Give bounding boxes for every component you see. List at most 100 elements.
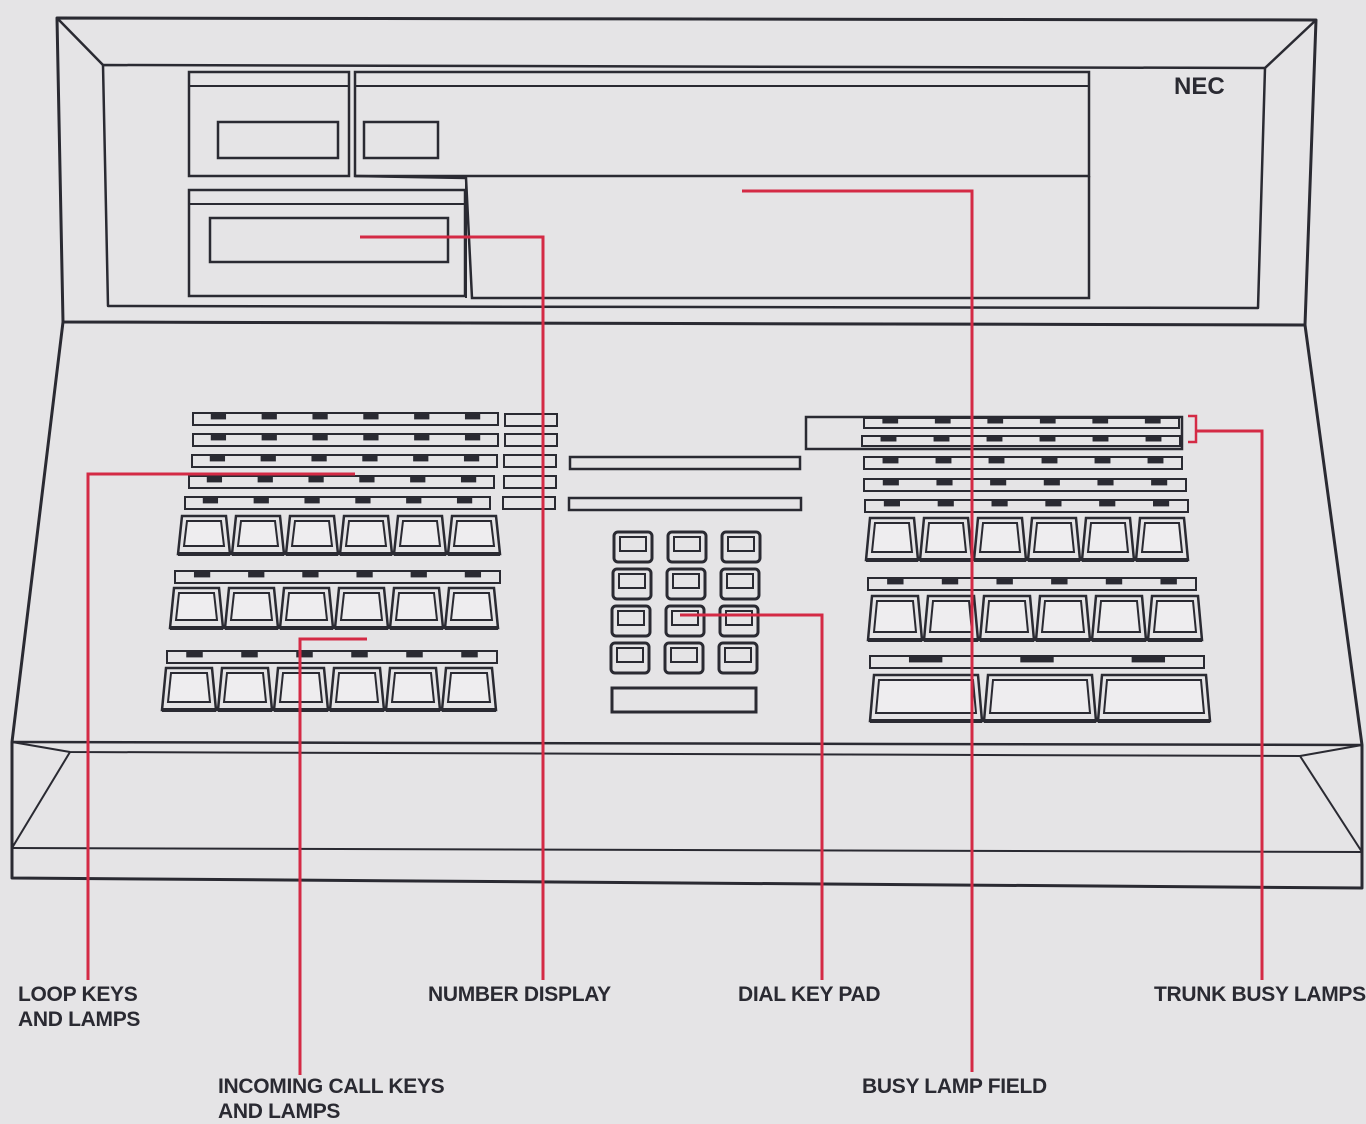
display-windows (189, 72, 1089, 298)
loop-key (340, 516, 392, 554)
label-number-display: NUMBER DISPLAY (428, 982, 611, 1007)
loop-lamp-box (505, 434, 557, 446)
lamp (883, 458, 899, 463)
dial-key-top (671, 648, 697, 662)
dial-key-top (620, 537, 646, 551)
lamp (1153, 501, 1169, 506)
lamp (992, 501, 1008, 506)
lamp (355, 498, 370, 503)
dial-key-top (725, 648, 751, 662)
key-top (876, 680, 976, 713)
lamp (312, 414, 327, 419)
dial-key-top (728, 537, 754, 551)
loop-lamp-box (505, 414, 557, 426)
key-top (224, 673, 266, 702)
function-key (1098, 675, 1210, 721)
lamp (304, 498, 319, 503)
loop-and-incoming-keys (162, 413, 557, 710)
lamp (351, 652, 368, 657)
label-dial-key-pad: DIAL KEY PAD (738, 982, 880, 1007)
incoming-call-key (225, 588, 278, 628)
lamp-strip (193, 434, 498, 446)
lamp-strip (167, 651, 497, 663)
key-top (980, 523, 1020, 552)
lamp (241, 652, 258, 657)
lamp (410, 477, 425, 482)
busy-lamp-key (868, 596, 922, 640)
lamp (210, 456, 225, 461)
lamp (1095, 458, 1111, 463)
lamp (1145, 419, 1161, 424)
lamp-strip (865, 500, 1188, 512)
lamp (1132, 657, 1165, 662)
lamp (1146, 437, 1162, 442)
lamp (1020, 657, 1053, 662)
busy-lamp-key (924, 596, 978, 640)
dial-key-pad-leader (680, 615, 822, 980)
lamp (987, 419, 1003, 424)
loop-key (394, 516, 446, 554)
lamp (882, 419, 898, 424)
lamp (465, 572, 481, 577)
lamp (1092, 419, 1108, 424)
function-key (870, 675, 982, 721)
busy-lamp-key (1082, 518, 1134, 560)
dial-key-top (673, 574, 699, 588)
loop-lamp-box (504, 476, 556, 488)
lamp (1148, 458, 1164, 463)
key-top (176, 593, 217, 620)
lamp-strip (864, 457, 1182, 469)
busy-lamp-key (1136, 518, 1188, 560)
busy-lamp-key (1036, 596, 1090, 640)
lamp-strip (868, 578, 1196, 590)
lamp (465, 435, 480, 440)
key-top (874, 601, 916, 632)
center-lamp-strip (569, 498, 801, 510)
lamp (311, 456, 326, 461)
key-top (990, 680, 1090, 713)
busy-lamp-field-drawing (806, 417, 1210, 721)
incoming-call-key (162, 668, 216, 710)
lamp (1042, 458, 1058, 463)
lamp (1097, 480, 1113, 485)
lamp (308, 477, 323, 482)
lamp (414, 414, 429, 419)
lamp (211, 435, 226, 440)
dial-key-top (726, 611, 752, 625)
key-top (168, 673, 210, 702)
lamp-strip (189, 476, 494, 488)
lamp (1044, 480, 1060, 485)
key-top (448, 673, 490, 702)
lamp (359, 477, 374, 482)
lamp (258, 477, 273, 482)
lamp (413, 456, 428, 461)
console-body (12, 18, 1362, 888)
label-incoming-call-keys: INCOMING CALL KEYS AND LAMPS (218, 1074, 444, 1124)
lamp-strip (192, 455, 497, 467)
lamp (990, 480, 1006, 485)
lamp (406, 498, 421, 503)
key-top (286, 593, 327, 620)
key-top (184, 521, 224, 546)
lamp (461, 477, 476, 482)
label-loop-keys: LOOP KEYS AND LAMPS (18, 982, 140, 1032)
lamp (211, 414, 226, 419)
nec-logo: NEC (1174, 73, 1225, 100)
lamp (938, 501, 954, 506)
lamp (194, 572, 210, 577)
busy-lamp-key (1148, 596, 1202, 640)
lamp (884, 501, 900, 506)
lamp (203, 498, 218, 503)
incoming-call-key (442, 668, 496, 710)
dial-key-top (617, 648, 643, 662)
lamp-strip (862, 436, 1180, 446)
lamp (261, 456, 276, 461)
incoming-call-key (445, 588, 498, 628)
lamp (362, 456, 377, 461)
center-lamp-strip (570, 457, 800, 469)
lamp (248, 572, 264, 577)
lamp (1040, 419, 1056, 424)
key-top (392, 673, 434, 702)
key-top (451, 593, 492, 620)
lamp-strip (193, 413, 498, 425)
